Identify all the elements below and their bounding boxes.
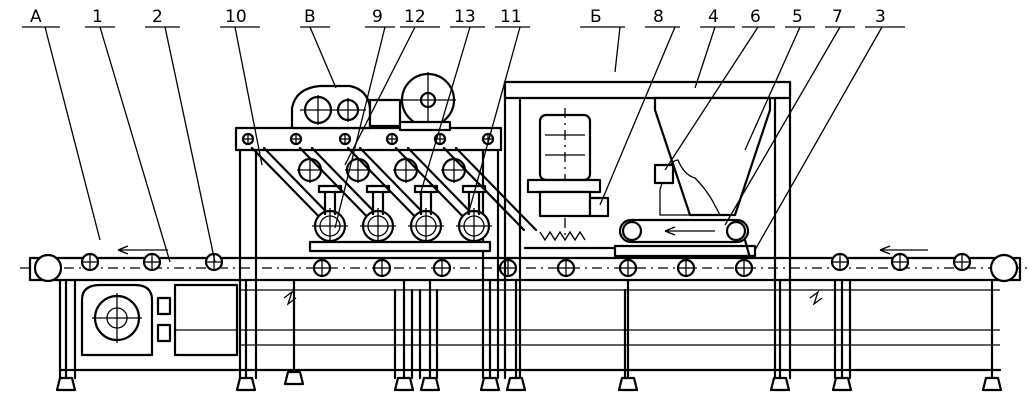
callout-B: B	[304, 7, 316, 27]
break-symbol-left	[283, 290, 297, 306]
cutting-unit	[234, 72, 538, 380]
callout-7: 7	[832, 7, 843, 27]
callout-12: 12	[404, 7, 426, 27]
feeder-tray	[613, 244, 757, 258]
frame-foot	[283, 278, 305, 386]
callout-1: 1	[92, 7, 103, 27]
leader-lines	[22, 26, 905, 263]
conveyor-roller	[952, 252, 972, 272]
beam-bolt	[289, 132, 303, 146]
frame-foot	[831, 278, 853, 392]
conveyor-roller	[80, 252, 100, 272]
conveyor-roller	[312, 258, 332, 278]
drive-unit	[80, 283, 239, 357]
conveyor-roller	[372, 258, 392, 278]
beam-bolt	[481, 132, 495, 146]
conveyor-roller	[142, 252, 162, 272]
frame-foot	[617, 278, 639, 392]
conveyor-roller	[498, 258, 518, 278]
beam-bolt	[241, 132, 255, 146]
portal-beam	[234, 126, 503, 152]
beam-bolt	[338, 132, 352, 146]
callout-E: Б	[590, 7, 602, 27]
callout-11: 11	[500, 7, 522, 27]
callout-4: 4	[708, 7, 719, 27]
callout-3: 3	[875, 7, 886, 27]
conveyor-belt	[28, 256, 1022, 282]
cutting-arms	[250, 146, 538, 244]
frame-foot	[479, 278, 501, 392]
feeding-unit	[503, 80, 792, 380]
feeder-bracket	[588, 196, 610, 218]
direction-arrow-left	[117, 245, 168, 255]
cutting-arm	[442, 146, 538, 232]
frame-foot	[393, 278, 415, 392]
conveyor-roller	[676, 258, 696, 278]
main-conveyor	[20, 245, 1030, 306]
callout-6: 6	[750, 7, 761, 27]
feeder-springs	[539, 230, 586, 242]
frame-legs	[55, 278, 1003, 392]
frame-foot	[505, 278, 527, 392]
cutting-arm	[250, 146, 348, 244]
conveyor-roller	[432, 258, 452, 278]
callout-labels: A 1 2 10 B 9 12 13 11 Б 8 4 6 5 7 3	[30, 7, 886, 27]
feeder-top-beam	[503, 80, 792, 100]
conveyor-roller	[556, 258, 576, 278]
callout-2: 2	[152, 7, 163, 27]
conveyor-roller	[734, 258, 754, 278]
left-end-pulley	[33, 253, 63, 283]
conveyor-roller	[204, 252, 224, 272]
break-symbol-right	[809, 290, 823, 306]
beam-bolt	[385, 132, 399, 146]
frame-foot	[769, 278, 791, 392]
base-frame	[55, 278, 1003, 392]
callout-5: 5	[792, 7, 803, 27]
drive-motor	[173, 283, 239, 357]
conveyor-roller	[890, 252, 910, 272]
conveyor-rollers	[80, 252, 972, 278]
right-end-pulley	[989, 253, 1019, 283]
frame-foot	[55, 278, 77, 392]
callout-8: 8	[653, 7, 664, 27]
hopper	[653, 96, 772, 217]
callout-13: 13	[454, 7, 476, 27]
conveyor-roller	[618, 258, 638, 278]
frame-foot	[981, 278, 1003, 392]
callout-9: 9	[372, 7, 383, 27]
callout-10: 10	[225, 7, 247, 27]
direction-arrow-right	[879, 245, 928, 255]
press-plate	[308, 240, 492, 253]
conveyor-roller	[830, 252, 850, 272]
frame-foot	[235, 278, 257, 392]
callout-A: A	[30, 7, 42, 27]
